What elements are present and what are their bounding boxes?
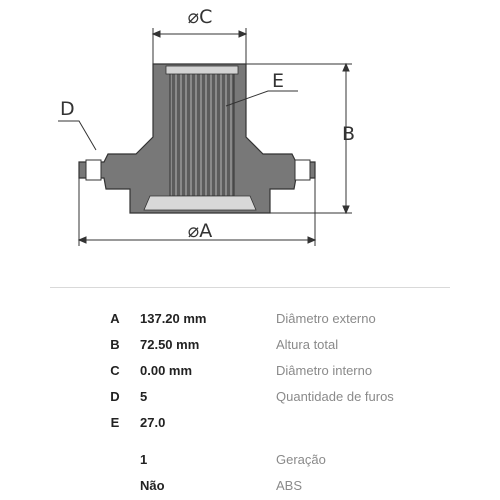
spec-key: C	[110, 363, 120, 378]
dimension-a	[77, 178, 317, 246]
spec-description: Diâmetro interno	[276, 363, 373, 378]
spec-value: 1	[140, 452, 148, 467]
dimension-b	[246, 62, 352, 215]
spec-value: 0.00 mm	[140, 363, 193, 378]
spec-row-generation: 1 Geração	[0, 450, 500, 470]
spec-row-d: D 5 Quantidade de furos	[0, 387, 500, 407]
right-stud-hole	[294, 159, 311, 181]
spec-key: A	[110, 311, 120, 326]
spec-row-abs: Não ABS	[0, 476, 500, 496]
dimension-c	[151, 28, 248, 64]
spec-description: Altura total	[276, 337, 339, 352]
dimension-b-label: B	[342, 123, 355, 145]
bottom-opening	[143, 195, 257, 211]
spec-row-a: A 137.20 mm Diâmetro externo	[0, 309, 500, 329]
spec-row-b: B 72.50 mm Altura total	[0, 335, 500, 355]
spec-row-c: C 0.00 mm Diâmetro interno	[0, 361, 500, 381]
hub-technical-drawing: ⌀C ⌀A B D E	[58, 6, 355, 246]
spec-value: 27.0	[140, 415, 166, 430]
spec-value: Não	[140, 478, 165, 493]
spec-key: D	[110, 389, 120, 404]
dimension-c-label: ⌀C	[188, 6, 213, 28]
divider	[50, 287, 450, 288]
spec-key: E	[110, 415, 120, 430]
spec-value: 137.20 mm	[140, 311, 207, 326]
spec-description: ABS	[276, 478, 303, 493]
spec-value: 72.50 mm	[140, 337, 200, 352]
leader-e	[225, 90, 298, 107]
leader-d-label: D	[60, 98, 75, 120]
left-stud-hole	[85, 159, 102, 181]
leader-e-label: E	[272, 70, 284, 92]
dimension-a-label: ⌀A	[188, 220, 212, 242]
spec-value: 5	[140, 389, 148, 404]
spec-description: Diâmetro externo	[276, 311, 376, 326]
spec-row-e: E 27.0	[0, 413, 500, 433]
leader-d	[58, 120, 97, 151]
spec-description: Quantidade de furos	[276, 389, 394, 404]
spec-key: B	[110, 337, 120, 352]
spec-description: Geração	[276, 452, 326, 467]
splined-bore	[169, 71, 235, 197]
